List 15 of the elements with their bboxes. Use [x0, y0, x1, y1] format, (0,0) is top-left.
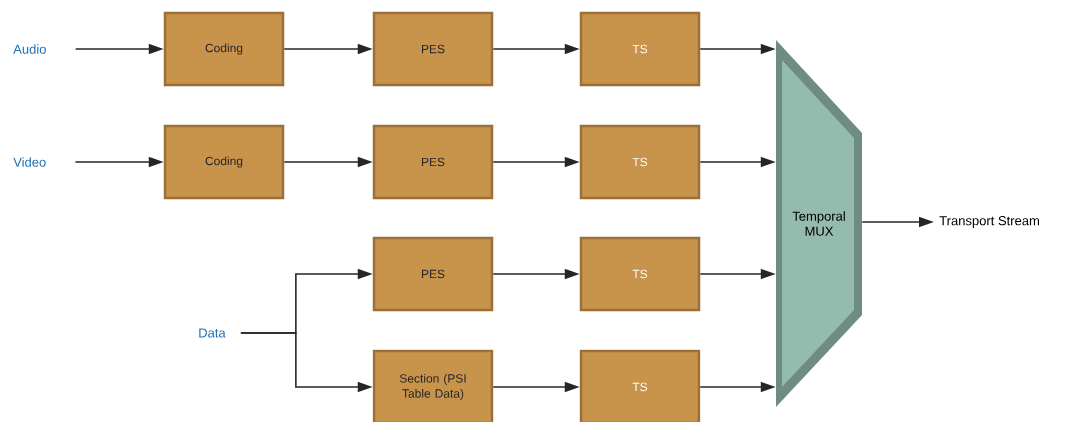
process-box: PES [372, 236, 494, 312]
process-box: Section (PSI Table Data) [372, 349, 494, 422]
process-box: TS [579, 124, 701, 200]
process-box: TS [579, 11, 701, 87]
multiplexer-trapezoid: Temporal MUX [776, 40, 862, 407]
input-label: Audio [13, 44, 46, 54]
input-label: Data [199, 328, 226, 338]
process-box: Coding [163, 124, 285, 200]
process-box: PES [372, 11, 494, 87]
process-box: TS [579, 349, 701, 422]
output-label: Transport Stream [939, 216, 1039, 228]
process-box: Coding [163, 11, 285, 87]
process-box: TS [579, 236, 701, 312]
process-box: PES [372, 124, 494, 200]
input-label: Video [13, 157, 46, 167]
